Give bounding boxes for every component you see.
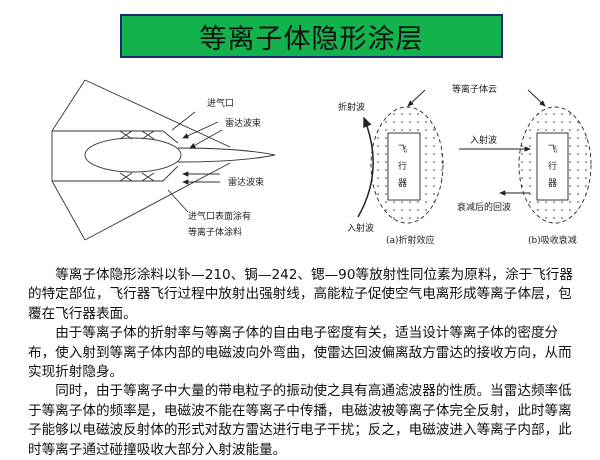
label-radar-beam-top: 雷达波束 — [225, 117, 261, 129]
aircraft-b-char: 器 — [548, 178, 557, 189]
label-incident-wave-a: 入射波 — [347, 222, 374, 234]
caption-b: (b)吸收衰减 — [528, 234, 577, 246]
aircraft-b-char: 飞 — [548, 144, 557, 155]
paragraph: 等离子体隐形涂料以钋—210、锔—242、锶—90等放射性同位素为原料，涂于飞行… — [28, 267, 573, 322]
radar-beam-arrow — [189, 129, 223, 149]
label-radar-beam-bottom: 雷达波束 — [228, 176, 264, 188]
paragraph: 由于等离子体的折射率与等离子体的自由电子密度有关，适当设计等离子体的密度分布，使… — [28, 325, 572, 381]
label-coating-2: 等离子体涂料 — [188, 226, 242, 238]
label-coating-1: 进气口表面涂有 — [188, 210, 251, 222]
inlet-diagram — [51, 79, 276, 241]
aircraft-a-char: 飞 — [398, 144, 407, 155]
label-plasma-cloud: 等离子体云 — [452, 83, 497, 95]
paragraph: 同时，由于等离子中大量的带电粒子的振动使之具有高通滤波器的性质。当雷达频率低于等… — [28, 383, 572, 458]
caption-a: (a)折射效应 — [386, 234, 435, 246]
slide-title: 等离子体隐形涂层 — [199, 23, 424, 55]
diagrams: 进气口 雷达波束 雷达波束 进气口表面涂有 等离子体涂料 等离子体云 折射波 入… — [51, 79, 592, 246]
aircraft-box-b — [536, 132, 569, 201]
coating-hatch — [119, 130, 155, 182]
aircraft-body — [51, 130, 179, 182]
nose-cone — [177, 147, 276, 163]
aircraft-box-a — [387, 132, 421, 201]
label-incident-wave-b: 入射波 — [470, 134, 497, 146]
wing-outline — [51, 79, 231, 241]
slide-title-box: 等离子体隐形涂层 — [120, 14, 503, 58]
label-attenuated-echo: 衰减后的回波 — [457, 201, 511, 213]
label-refracted-wave: 折射波 — [338, 101, 365, 113]
aircraft-b-char: 行 — [548, 160, 557, 172]
inlet-ellipse — [84, 137, 182, 173]
plasma-diagram — [357, 89, 592, 224]
radar-beam-arrow — [182, 121, 219, 139]
refracted-wave-arrow — [357, 116, 374, 218]
label-inlet: 进气口 — [207, 97, 234, 109]
aircraft-a-char: 器 — [398, 178, 407, 189]
body-text: 等离子体隐形涂料以钋—210、锔—242、锶—90等放射性同位素为原料，涂于飞行… — [28, 266, 580, 460]
aircraft-a-char: 行 — [398, 160, 407, 172]
